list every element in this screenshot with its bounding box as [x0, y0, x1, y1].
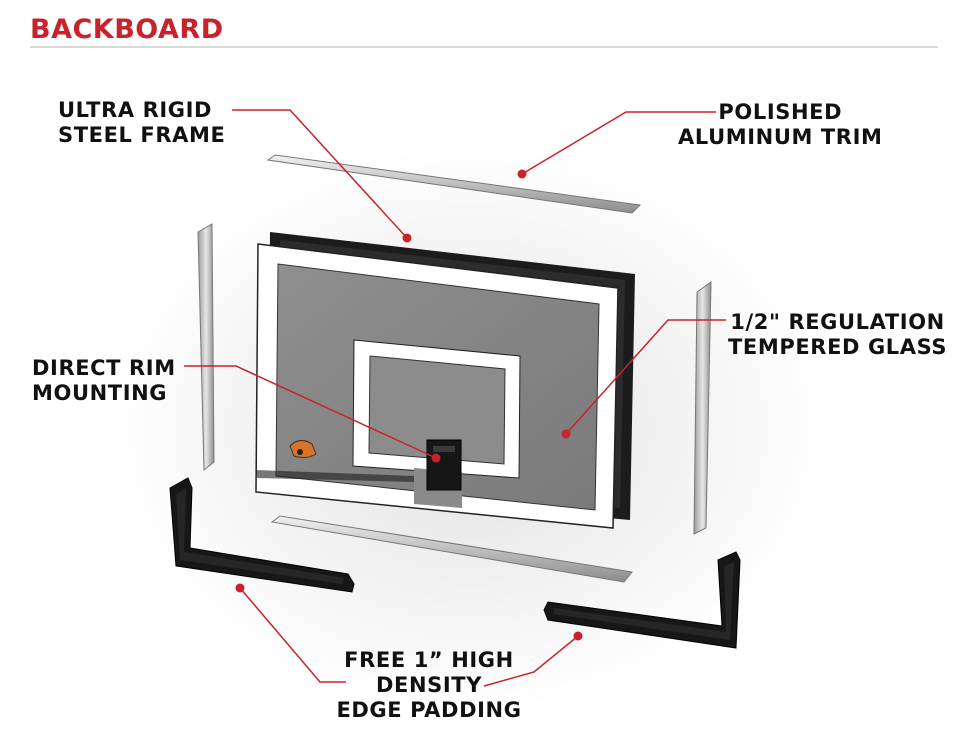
- right-edge-padding: [543, 551, 741, 649]
- callout-aluminum-trim-line1: POLISHED: [718, 100, 843, 124]
- callout-rim-mounting-line1: DIRECT RIM: [32, 356, 176, 380]
- top-aluminum-trim: [266, 154, 642, 214]
- left-edge-padding: [169, 477, 355, 593]
- callout-tempered-glass-line2: TEMPERED GLASS: [728, 335, 948, 359]
- right-aluminum-trim: [693, 281, 712, 535]
- callout-aluminum-trim-line2: ALUMINUM TRIM: [678, 125, 883, 149]
- dot-padding-right: [573, 631, 583, 641]
- dot-padding-left: [235, 583, 245, 593]
- callout-edge-padding-line3: EDGE PADDING: [336, 698, 522, 722]
- leader-rim: [184, 365, 437, 459]
- callout-tempered-glass-line1: 1/2" REGULATION: [730, 310, 945, 334]
- callout-rim-mounting: DIRECT RIM MOUNTING: [32, 356, 176, 406]
- leader-glass: [565, 319, 726, 435]
- callout-edge-padding-line2: DENSITY: [375, 673, 483, 697]
- leader-padding-right: [483, 635, 579, 687]
- callout-dots: [235, 169, 583, 641]
- bottom-aluminum-trim: [270, 515, 633, 583]
- callout-rim-mounting-line2: MOUNTING: [32, 381, 168, 405]
- title-divider: [30, 46, 938, 48]
- leader-trim: [521, 111, 716, 175]
- rim-mount: [426, 439, 462, 491]
- dot-rim: [431, 453, 441, 463]
- callout-aluminum-trim: POLISHED ALUMINUM TRIM: [678, 100, 883, 150]
- callout-tempered-glass: 1/2" REGULATION TEMPERED GLASS: [728, 310, 947, 360]
- callout-steel-frame-line2: STEEL FRAME: [58, 123, 226, 147]
- tempered-glass-panel: [255, 243, 619, 529]
- dot-frame: [402, 233, 412, 243]
- dot-trim: [517, 169, 527, 179]
- mounting-bracket: [289, 440, 317, 459]
- leader-padding-left: [239, 587, 346, 683]
- callout-leaders: [184, 109, 726, 687]
- callout-edge-padding-line1: FREE 1” HIGH: [344, 648, 514, 672]
- callout-steel-frame: ULTRA RIGID STEEL FRAME: [58, 98, 225, 148]
- leader-frame: [232, 109, 408, 239]
- dot-glass: [561, 429, 571, 439]
- left-aluminum-trim: [197, 223, 215, 472]
- page-title: BACKBOARD: [30, 14, 224, 45]
- callout-steel-frame-line1: ULTRA RIGID: [58, 98, 213, 122]
- callout-edge-padding: FREE 1” HIGH DENSITY EDGE PADDING: [322, 648, 536, 723]
